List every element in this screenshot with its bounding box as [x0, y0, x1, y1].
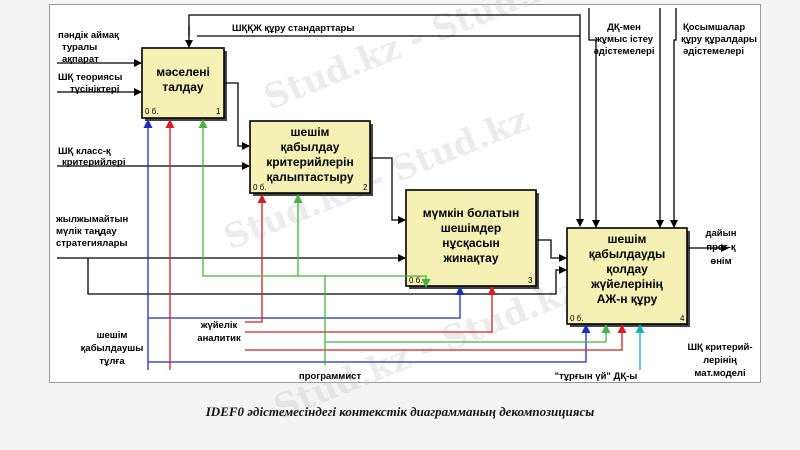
box-1-title-line: мәселені [156, 65, 210, 79]
label-aimak-3: ақпарат [62, 54, 99, 65]
label-model-2: лерінің [703, 355, 737, 366]
arrow-box2-to-box3 [371, 157, 406, 224]
label-decision-maker-2: қабылдаушы [81, 343, 144, 354]
label-model-1: ШҚ критерий- [688, 342, 753, 353]
arrow-control-apps-2 [670, 8, 678, 228]
svg-text:Stud.kz - Stud.kz: Stud.kz - Stud.kz [258, 0, 574, 118]
label-methods-2: жұмыс істеу [594, 34, 654, 45]
label-ready-3: өнім [710, 256, 731, 267]
red-mechanism-arrows [165, 119, 627, 370]
label-ready-1: дайын [705, 228, 736, 239]
label-theory-1: ШҚ теориясы [58, 72, 122, 83]
box-2-title-line: қалыптастыру [267, 170, 354, 184]
box-4-title-line: жүйелерінің [590, 277, 664, 291]
label-model-3: мат.моделі [694, 368, 745, 379]
control-labels: ШҚҚЖ құру стандарттары ДҚ-мен жұмыс істе… [232, 22, 757, 57]
activity-box-2[interactable]: шешім қабылдау критерийлерін қалыптастыр… [249, 120, 373, 196]
label-analyst-1: жүйелік [200, 320, 238, 331]
box-4-number: 4 [680, 314, 685, 323]
label-apps-3: әдістемелері [683, 46, 744, 57]
box-4-title-line: қолдау [606, 262, 648, 276]
activity-box-3[interactable]: мүмкін болатын шешімдер нұсқасын жинақта… [405, 189, 539, 289]
arrow-strategy-box4 [87, 258, 567, 295]
label-analyst-2: аналитик [197, 333, 241, 344]
box-3-title-line: жинақтау [442, 251, 498, 265]
box-4-title-line: шешім [608, 232, 647, 246]
box-3-title-line: мүмкін болатын [423, 206, 519, 220]
box-4-title-line: АЖ-н құру [597, 292, 658, 306]
box-3-title-line: нұсқасын [442, 236, 499, 250]
box-3-title-line: шешімдер [441, 221, 502, 235]
box-2-title-line: критерийлерін [266, 155, 353, 169]
box-4-title-line: қабылдауды [589, 247, 666, 261]
label-ready-2: прог-қ [706, 242, 735, 253]
label-aimak-2: туралы [62, 42, 97, 53]
black-arrows [57, 8, 729, 295]
green-mechanism-arrows [198, 119, 611, 365]
box-3-cost: 0 б. [409, 276, 422, 285]
output-labels: дайын прог-қ өнім [705, 228, 736, 267]
box-2-title-line: қабылдау [281, 140, 340, 154]
activity-box-1[interactable]: мәселені талдау 0 б. 1 [141, 47, 227, 121]
label-user-db: "тұрғын үй" ДҚ-ы [555, 371, 638, 382]
box-2-number: 2 [363, 183, 368, 192]
mechanism-labels: шешім қабылдаушы тұлға жүйелік аналитик … [81, 320, 753, 382]
label-methods-1: ДҚ-мен [607, 22, 641, 33]
label-strategy-1: жылжымайтын [55, 214, 129, 225]
blue-mechanism-arrows [143, 119, 591, 370]
label-standards: ШҚҚЖ құру стандарттары [232, 23, 354, 34]
label-decision-maker-3: тұлға [99, 356, 125, 367]
box-2-title-line: шешім [291, 125, 330, 139]
arrow-box3-to-box4 [537, 239, 567, 262]
input-labels: пәндік аймақ туралы ақпарат ШҚ теориясы … [55, 30, 129, 249]
figure-caption: IDEF0 әдістемесіндегі контекстік диаграм… [205, 404, 595, 419]
label-strategy-3: стратегиялары [56, 238, 128, 249]
label-aimak-1: пәндік аймақ [58, 30, 119, 41]
box-3-number: 3 [528, 276, 533, 285]
label-criteria-2: критерийлері [62, 157, 125, 168]
arrow-control-standards-box4 [188, 14, 584, 227]
activity-box-4[interactable]: шешім қабылдауды қолдау жүйелерінің АЖ-н… [566, 227, 690, 327]
label-programmer: программист [299, 371, 362, 382]
box-1-title-line: талдау [162, 80, 203, 94]
arrow-control-methods [588, 8, 600, 228]
box-1-cost: 0 б. [145, 107, 158, 116]
label-criteria-1: ШҚ класс-қ [58, 146, 111, 157]
label-strategy-2: мүлік таңдау [56, 226, 117, 237]
box-1-number: 1 [216, 107, 221, 116]
label-apps-1: Қосымшалар [683, 22, 745, 33]
label-decision-maker-1: шешім [97, 330, 128, 341]
arrow-box1-to-box2 [225, 82, 250, 150]
label-theory-2: түсініктері [70, 84, 119, 95]
box-2-cost: 0 б. [253, 183, 266, 192]
label-methods-3: әдістемелері [594, 46, 655, 57]
box-4-cost: 0 б. [570, 314, 583, 323]
label-apps-2: құру құралдары [681, 34, 757, 45]
